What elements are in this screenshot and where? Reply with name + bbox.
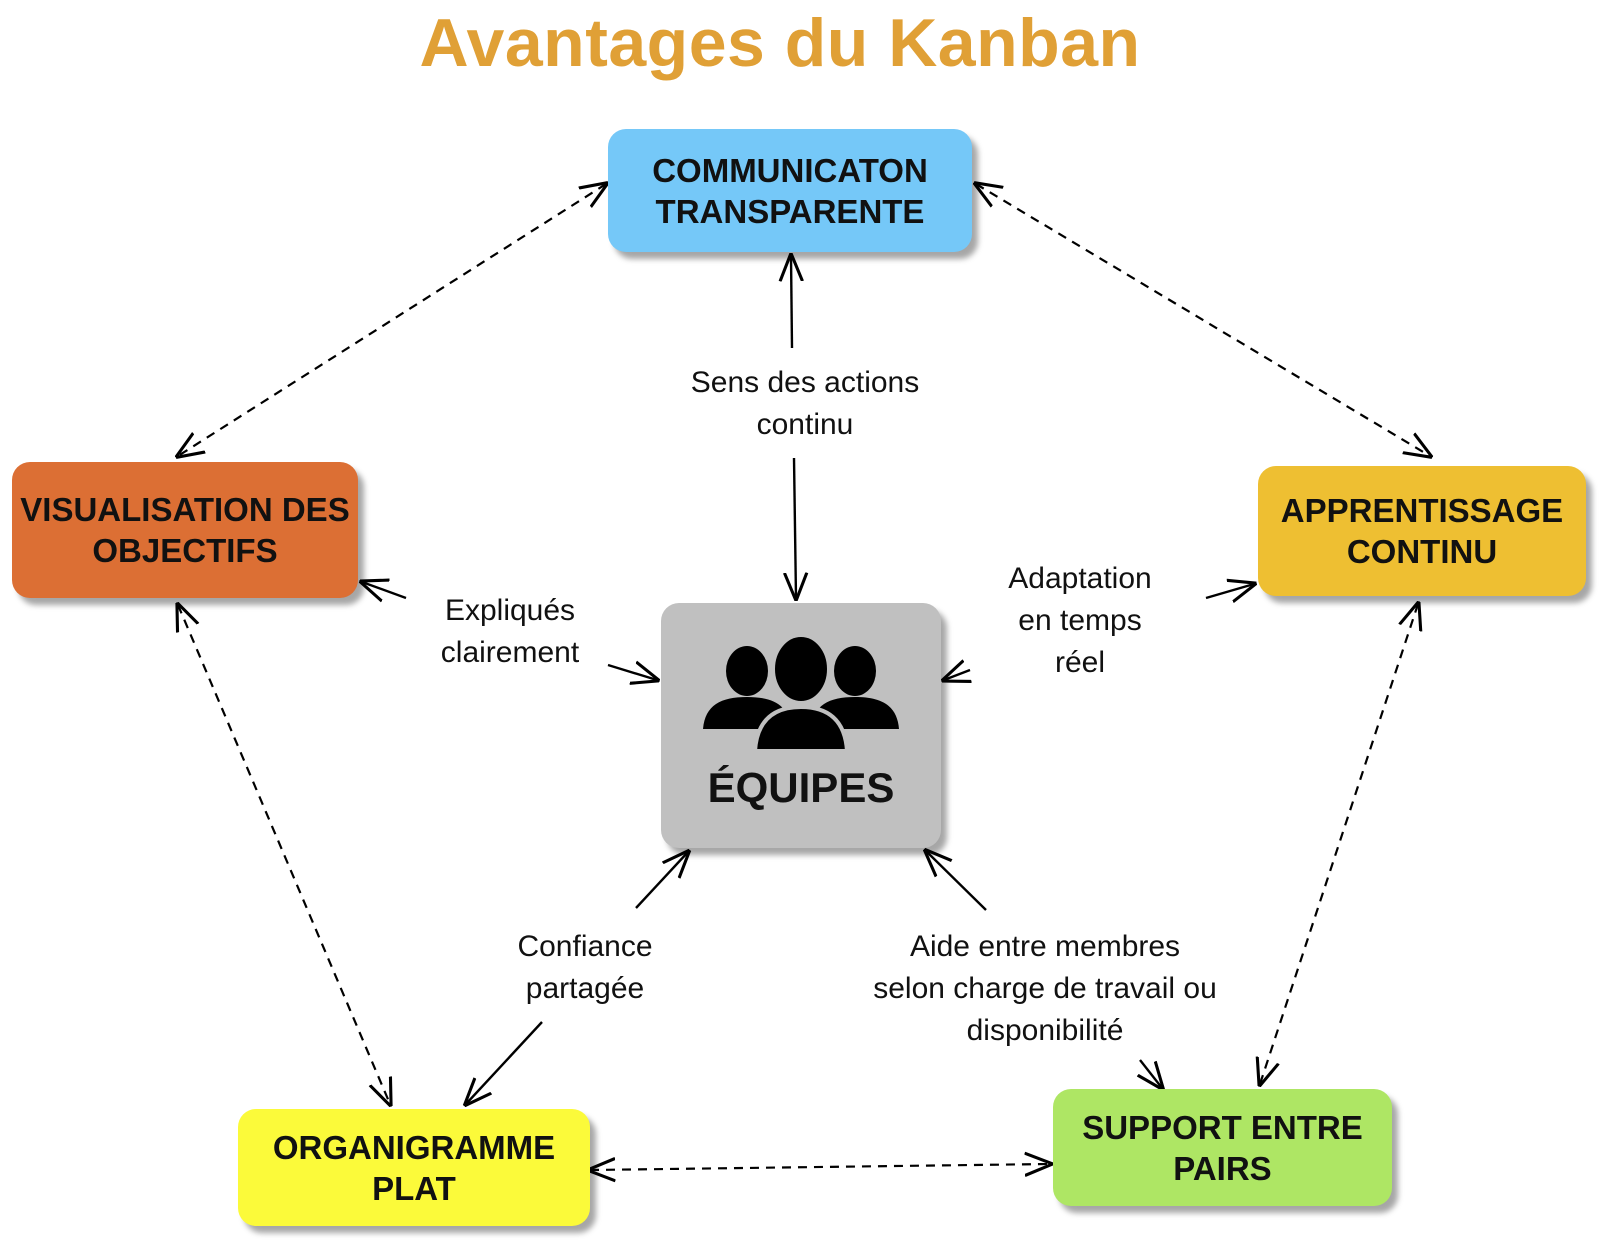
team-people-icon — [703, 633, 899, 753]
dashed-link-comm-appr — [976, 184, 1430, 456]
dashed-link-appr-supp — [1260, 604, 1418, 1084]
link-label-aide-entre-membres: Aide entre membres selon charge de trava… — [873, 930, 1217, 1047]
link-label-sens-des-actions: Sens des actions continu — [690, 366, 920, 441]
dashed-link-orga-supp — [590, 1164, 1050, 1170]
dashed-link-visu-orga — [178, 605, 390, 1104]
arrow-aide-equi — [926, 851, 987, 911]
node-organigramme-label: ORGANIGRAMME PLAT — [272, 1128, 556, 1207]
arrow-expl-equi — [607, 665, 657, 680]
node-apprentissage-label: APPRENTISSAGE CONTINU — [1280, 492, 1564, 570]
link-label-adaptation-temps-reel: Adaptation en temps réel — [1008, 562, 1152, 679]
node-equipes-label: ÉQUIPES — [707, 764, 895, 811]
dashed-link-comm-visu — [178, 184, 606, 456]
node-apprentissage-continu: APPRENTISSAGE CONTINU — [1258, 466, 1586, 596]
node-organigramme-plat: ORGANIGRAMME PLAT — [238, 1109, 590, 1226]
node-visualisation-label: VISUALISATION DES OBJECTIFS — [20, 491, 350, 569]
arrow-adap-appr — [1205, 584, 1254, 598]
link-label-confiance-partagee: Confiance partagée — [517, 930, 653, 1005]
arrow-conf-equi — [635, 852, 688, 909]
arrow-aide-supp — [1140, 1059, 1162, 1088]
arrow-sens-down — [794, 457, 796, 598]
node-equipes-center: ÉQUIPES — [661, 603, 941, 848]
node-support-label: SUPPORT ENTRE PAIRS — [1082, 1108, 1363, 1187]
arrow-expl-visu — [362, 582, 407, 598]
node-visualisation-objectifs: VISUALISATION DES OBJECTIFS — [12, 462, 358, 598]
arrow-conf-orga — [466, 1021, 543, 1104]
arrow-sens-up — [791, 256, 792, 349]
link-label-expliques-clairement: Expliqués clairement — [440, 594, 580, 669]
node-communication-transparente: COMMUNICATON TRANSPARENTE — [608, 129, 972, 252]
node-support-entre-pairs: SUPPORT ENTRE PAIRS — [1053, 1089, 1392, 1206]
arrow-adap-equi — [944, 670, 970, 680]
diagram-title: Avantages du Kanban — [419, 5, 1141, 81]
node-communication-label: COMMUNICATON TRANSPARENTE — [652, 151, 928, 230]
